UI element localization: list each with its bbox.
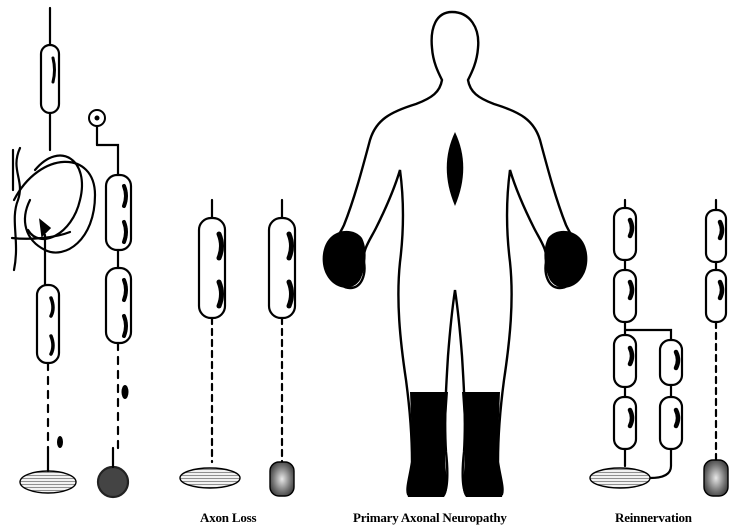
degenerating-neuron (89, 110, 131, 497)
axon-loss-caption: Axon Loss (200, 510, 256, 526)
primary-axonal-neuropathy-caption: Primary Axonal Neuropathy (353, 510, 507, 526)
spinal-cord-panel (12, 8, 95, 493)
axon-loss-panel (180, 200, 295, 496)
right-glove-region (544, 231, 587, 288)
reinnervation-panel (590, 200, 728, 496)
left-glove-region (323, 231, 366, 288)
left-stocking-region (407, 392, 448, 497)
right-stocking-region (462, 392, 503, 497)
human-body-figure (323, 12, 588, 497)
reinnervation-caption: Reinnervation (615, 510, 692, 526)
